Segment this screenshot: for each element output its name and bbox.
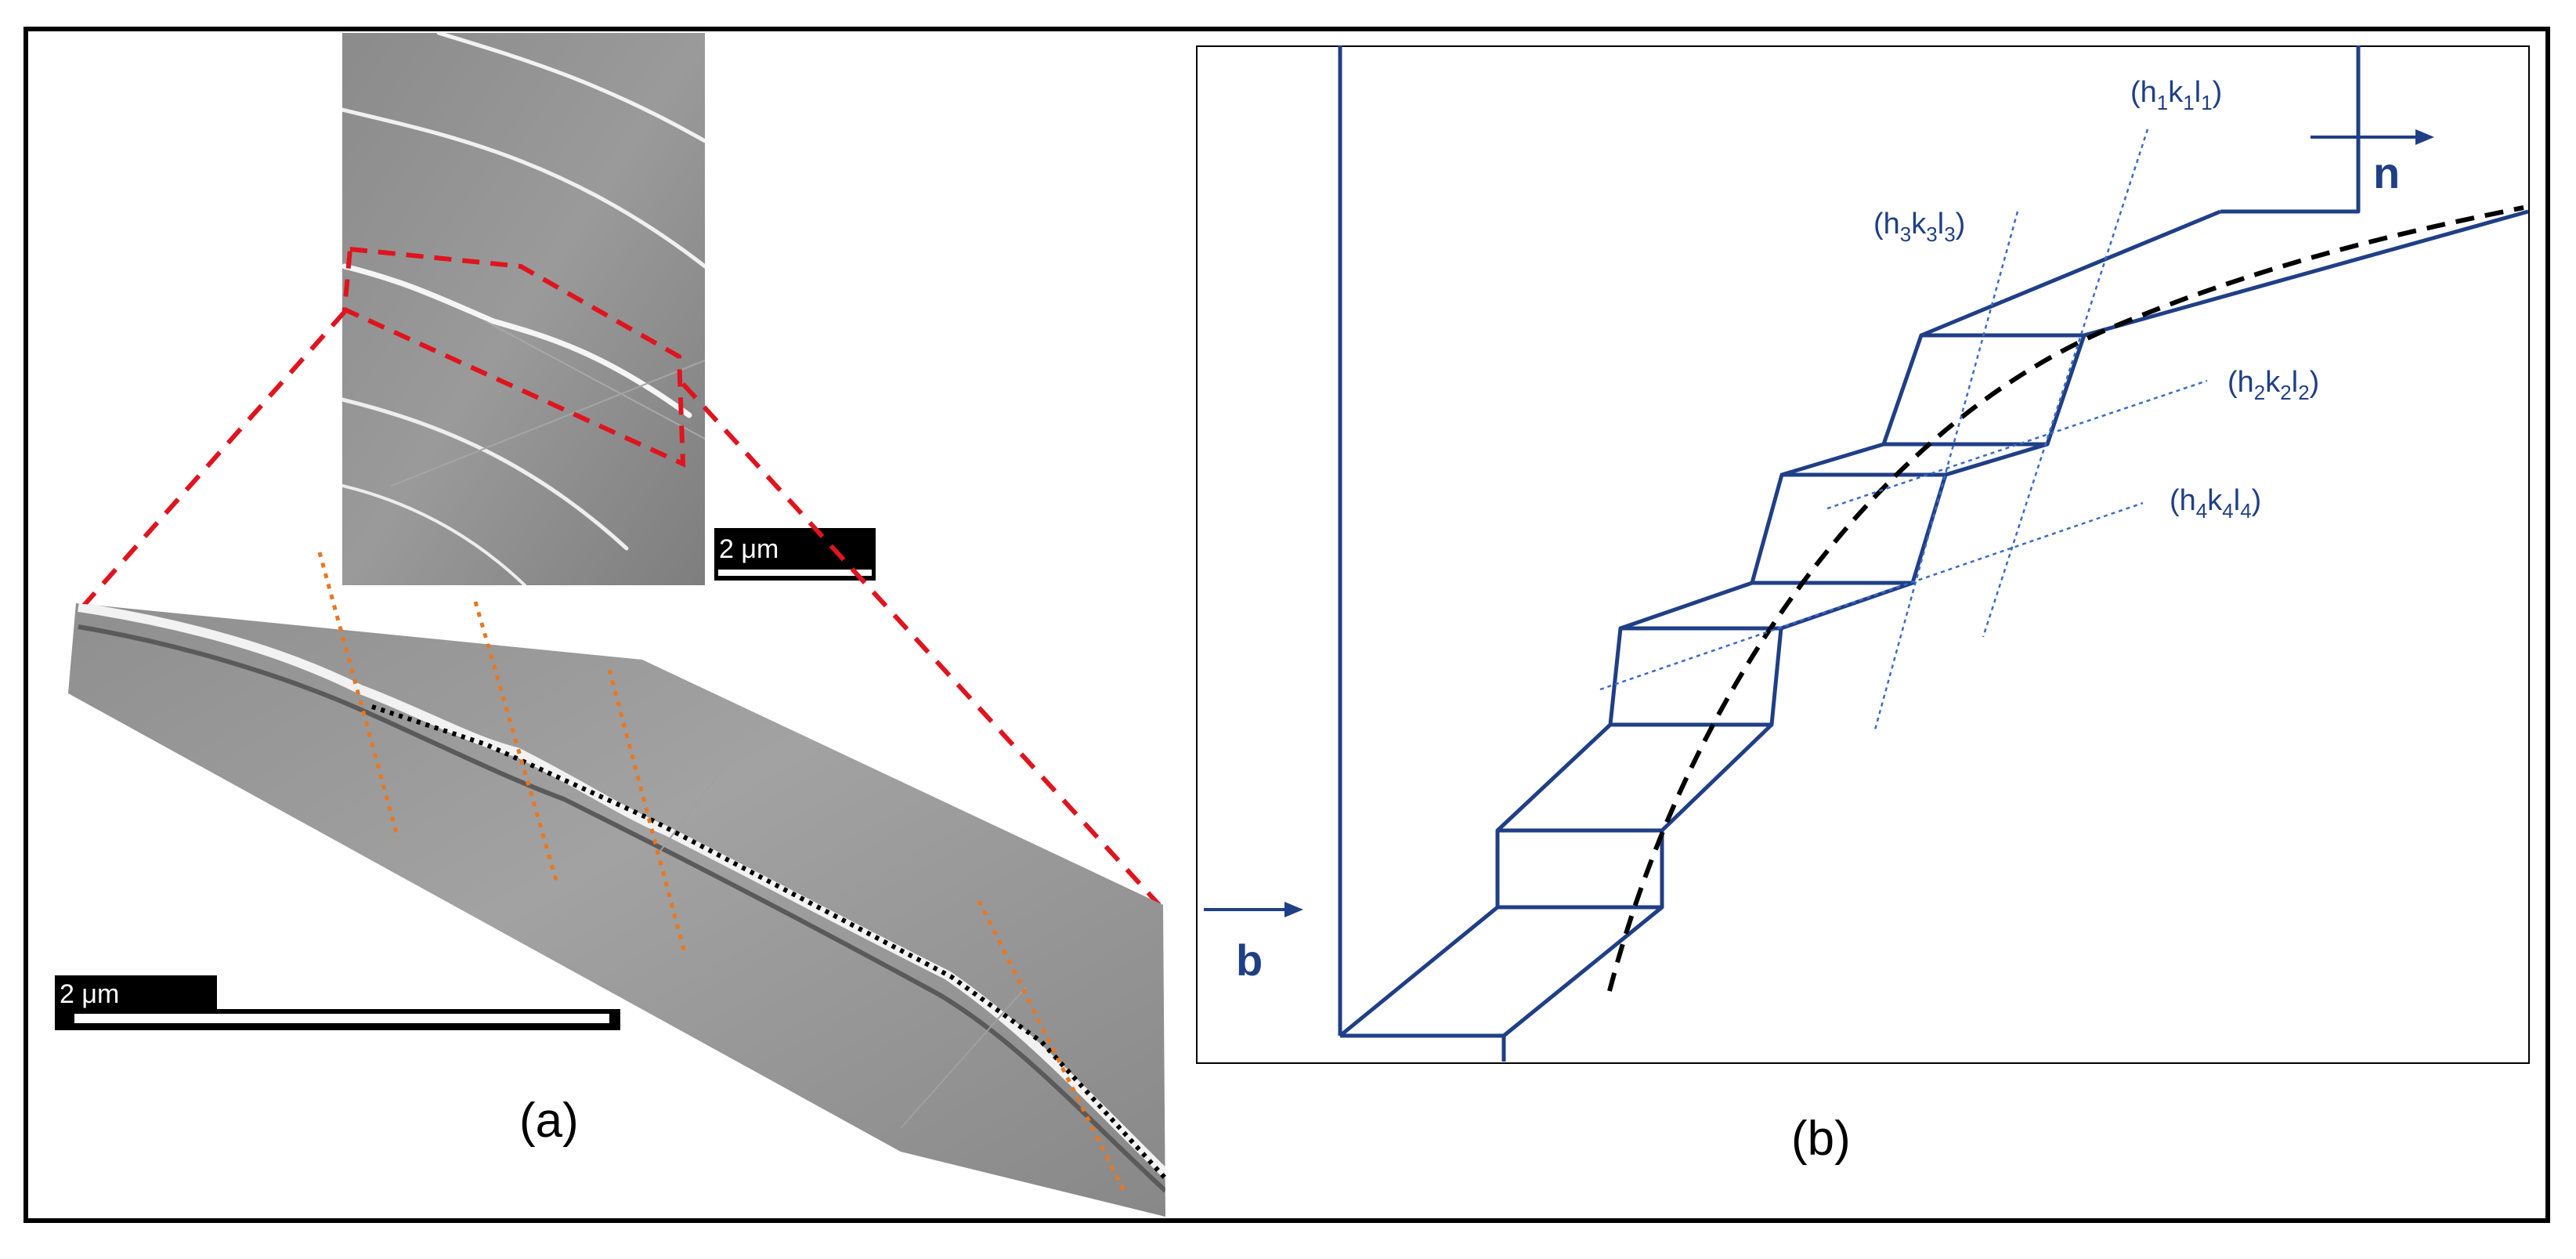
- step-2-edge-a: [1620, 581, 1753, 631]
- dislocation-path: [371, 704, 1167, 1180]
- step-1-edge-a: [1496, 723, 1612, 832]
- n-vector-label: n: [2373, 148, 2400, 197]
- lower-edge-1: [1339, 906, 1499, 1037]
- plane-trace-3: [1873, 211, 2019, 733]
- upper-edge-a: [1920, 209, 2221, 338]
- lower-edge-2: [1502, 906, 1664, 1037]
- panel-a-caption: (a): [519, 1094, 579, 1148]
- plane-label-2: (h2k2l2): [2227, 366, 2319, 404]
- step-3: [1750, 472, 1948, 585]
- main-scale-bar: 2 μm: [55, 975, 620, 1030]
- step-1-edge-b: [1660, 723, 1773, 832]
- panel-b-schematic-box: [1196, 45, 2530, 1064]
- inset-scale-label: 2 μm: [719, 534, 779, 564]
- step-3-edge-a: [1781, 442, 1884, 477]
- zoom-connector-right: [681, 382, 1162, 907]
- panel-b-caption: (b): [1791, 1112, 1851, 1166]
- step-2: [1608, 626, 1783, 727]
- step-4: [1881, 333, 2086, 447]
- plane-label-1: (h1k1l1): [2130, 76, 2222, 114]
- inset-scale-bar: 2 μm: [714, 528, 876, 581]
- plane-label-3: (h3k3l3): [1873, 208, 1965, 246]
- plane-trace-1: [1982, 128, 2149, 638]
- b-vector-label: b: [1236, 935, 1263, 985]
- sem-magnified-image: [68, 552, 1167, 1217]
- n-vector: n: [2310, 129, 2434, 197]
- figure-frame: [23, 27, 2550, 1223]
- right-wall-line: [2220, 45, 2361, 214]
- step-3-edge-b: [1945, 442, 2048, 477]
- zoom-connector-left: [80, 310, 347, 609]
- plane-label-4: (h4k4l4): [2170, 484, 2261, 523]
- base-ledge: [1340, 1033, 1506, 1062]
- upper-edge-b: [2083, 209, 2529, 338]
- b-vector: b: [1204, 902, 1303, 985]
- sem-inset-image: [341, 33, 705, 585]
- plane-trace-4: [1599, 501, 2144, 691]
- main-scale-label: 2 μm: [60, 979, 119, 1009]
- dislocation-curve: [1607, 205, 2524, 992]
